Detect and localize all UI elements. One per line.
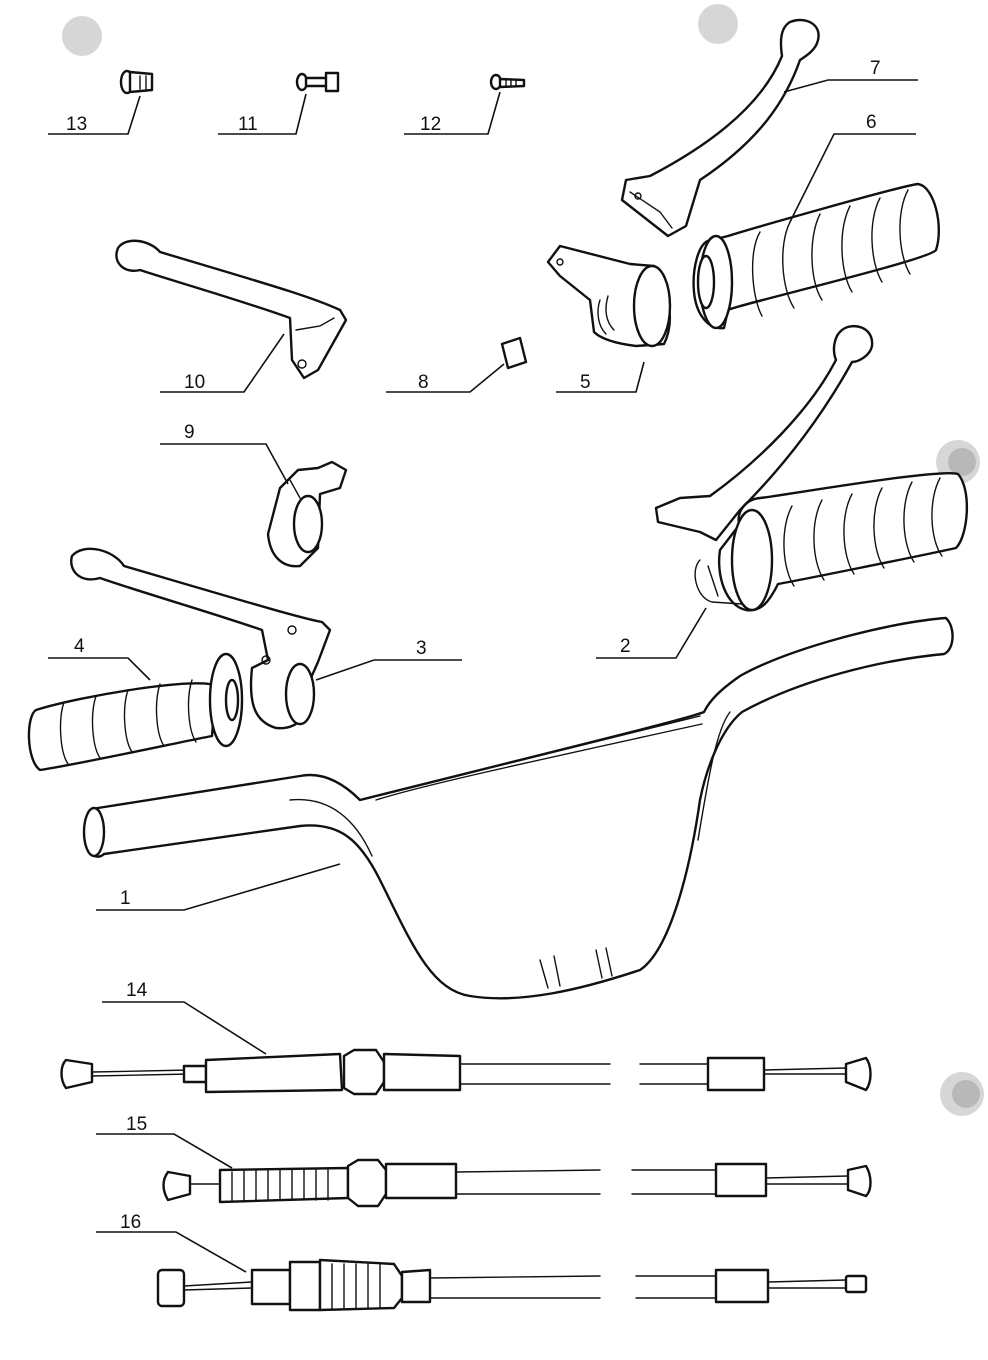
- part-4-grip: [27, 652, 244, 772]
- callout-label-5: 5: [580, 372, 591, 393]
- callout-9: 9: [160, 422, 289, 485]
- callout-1: 1: [96, 863, 341, 911]
- callout-13: 13: [48, 95, 141, 135]
- callout-2: 2: [596, 607, 707, 659]
- part-5-throttle-housing: [546, 244, 672, 348]
- callout-label-16: 16: [120, 1212, 141, 1233]
- part-1-handlebar: [82, 616, 954, 1000]
- callout-label-8: 8: [418, 372, 429, 393]
- callout-label-6: 6: [866, 112, 877, 133]
- callout-4: 4: [48, 636, 151, 681]
- callout-label-10: 10: [184, 372, 205, 393]
- callout-label-1: 1: [120, 888, 131, 909]
- part-7-lever: [620, 18, 820, 238]
- part-15-cable: [162, 1158, 872, 1208]
- callout-label-3: 3: [416, 638, 427, 659]
- callout-8: 8: [386, 363, 505, 393]
- callout-16: 16: [96, 1212, 247, 1273]
- callout-label-4: 4: [74, 636, 85, 657]
- part-14-cable: [60, 1048, 872, 1096]
- part-3-lever-clamp: [70, 547, 332, 730]
- part-8-block: [500, 336, 528, 370]
- part-9-clamp: [266, 460, 348, 568]
- callout-12: 12: [404, 91, 501, 135]
- part-12-screw: [489, 73, 526, 91]
- callout-label-2: 2: [620, 636, 631, 657]
- part-16-cable: [156, 1258, 868, 1312]
- callout-5: 5: [556, 361, 645, 393]
- part-6-grip: [692, 182, 940, 330]
- part-10-lever: [115, 239, 348, 380]
- callout-7: 7: [783, 58, 918, 93]
- part-11-bolt-nut: [295, 71, 340, 93]
- callout-6: 6: [789, 112, 916, 223]
- callout-label-13: 13: [66, 114, 87, 135]
- callout-label-14: 14: [126, 980, 148, 1001]
- callout-15: 15: [96, 1114, 233, 1169]
- callout-label-15: 15: [126, 1114, 147, 1135]
- callout-label-9: 9: [184, 422, 195, 443]
- part-13-bolt: [119, 69, 154, 95]
- callout-label-11: 11: [238, 114, 258, 135]
- callout-14: 14: [102, 980, 267, 1055]
- callout-11: 11: [218, 93, 307, 135]
- callout-label-12: 12: [420, 114, 441, 135]
- callout-label-7: 7: [870, 58, 881, 79]
- part-2-lever-grip-assembly: [654, 325, 968, 612]
- callout-10: 10: [160, 333, 285, 393]
- callout-3: 3: [315, 638, 462, 681]
